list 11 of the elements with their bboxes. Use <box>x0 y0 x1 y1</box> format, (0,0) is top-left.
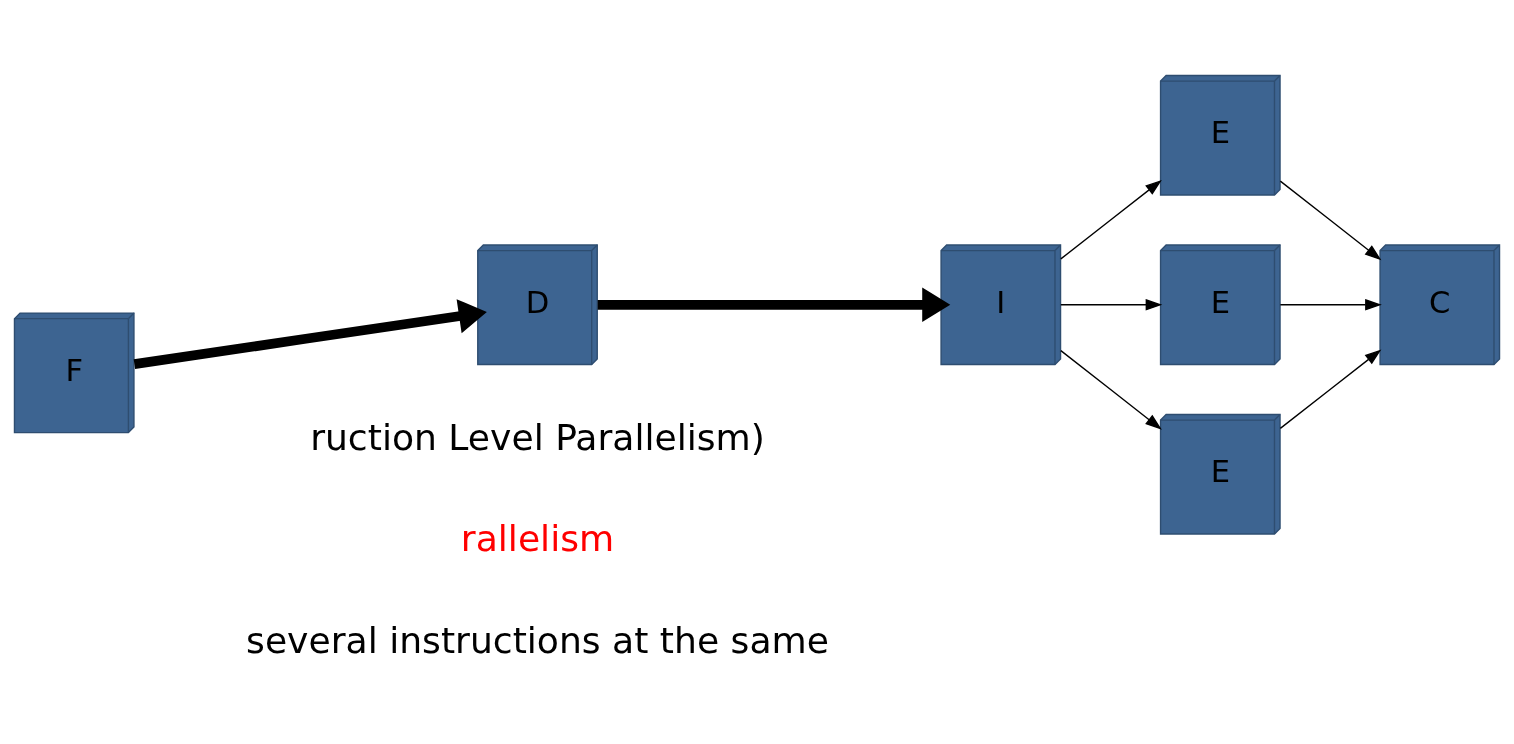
arrow <box>133 298 487 369</box>
label: rallelism <box>460 516 615 560</box>
label: several instructions at the same <box>246 617 829 661</box>
arrow <box>597 287 951 322</box>
arrow <box>1060 179 1162 260</box>
arrow <box>1279 348 1382 429</box>
arrow <box>1060 298 1163 311</box>
label: ruction Level Parallelism) <box>310 415 765 459</box>
arrow <box>1060 349 1162 430</box>
arrow <box>1279 179 1382 260</box>
arrow <box>1279 298 1382 311</box>
